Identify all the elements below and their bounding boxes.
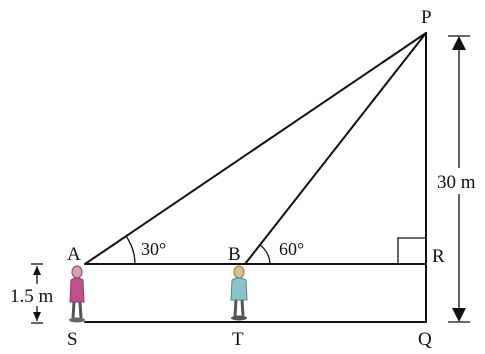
angle-arc-B (259, 244, 271, 265)
height-arrow-PQ (436, 35, 482, 323)
height-label-PQ: 30 m (437, 172, 476, 193)
right-angle-marker (397, 237, 426, 264)
angle-arc-A (125, 235, 136, 265)
height-arrow-observer (8, 263, 70, 324)
person-standing-icon (69, 265, 85, 323)
label-A: A (67, 244, 81, 265)
label-Q: Q (418, 329, 432, 350)
line-BP (244, 32, 427, 265)
label-R: R (432, 246, 445, 267)
label-P: P (421, 7, 432, 28)
observer-height-label: 1.5 m (10, 286, 54, 307)
label-B: B (228, 244, 241, 265)
line-AP (84, 32, 427, 265)
angle-label-A: 30° (141, 239, 166, 259)
person-standing-icon (230, 265, 248, 321)
label-T: T (232, 329, 244, 350)
angle-label-B: 60° (279, 239, 304, 259)
label-S: S (67, 329, 78, 350)
